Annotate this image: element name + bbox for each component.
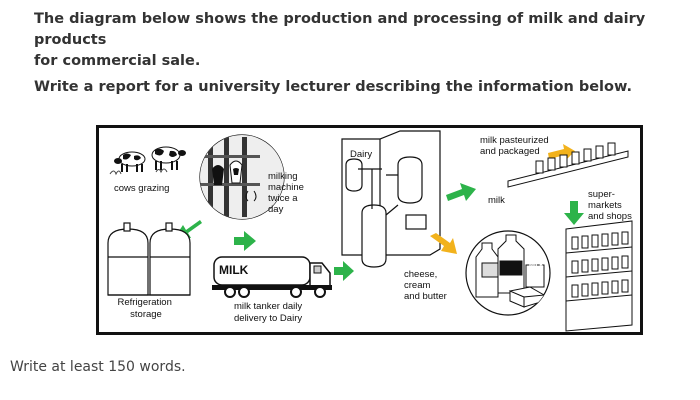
cows-illustration (109, 146, 186, 176)
arrow-to-dairy-products (430, 233, 457, 254)
packaging-conveyor-illustration (507, 142, 629, 188)
supermarkets-label-line-2: markets (588, 200, 622, 211)
refrigeration-label-line-1: Refrigeration (117, 297, 171, 308)
arrow-packaging-line (548, 144, 575, 160)
pasteurized-label-line-2: and packaged (480, 146, 540, 157)
milk-tanker-illustration (212, 256, 332, 298)
svg-text:milk pasteurized and packa: milk pasteurized and packaged (480, 135, 551, 157)
arrow-to-dairy (334, 261, 354, 281)
bottle-milk-text: MILK (529, 263, 544, 269)
refrigeration-label-line-2: storage (130, 309, 162, 320)
supermarkets-label-line-3: and shops (588, 211, 632, 222)
svg-text:Refrigeration storage: Refrigeration storage (117, 297, 174, 320)
arrow-to-packaging (446, 183, 476, 201)
products-label-line-3: and butter (404, 291, 447, 302)
milking-label-line-1: milking (268, 171, 298, 182)
pasteurized-label-line-1: milk pasteurized (480, 135, 549, 146)
dairy-label: Dairy (350, 149, 372, 160)
word-count-instruction: Write at least 150 words. (10, 359, 186, 375)
arrow-to-shops (564, 201, 584, 225)
dairy-process-diagram: cows grazing milking machine twice a day (96, 125, 643, 335)
prompt-line-2: for commercial sale. (34, 53, 201, 69)
tanker-label-line-2: delivery to Dairy (234, 313, 302, 324)
task-instruction: Write a report for a university lecturer… (34, 79, 632, 95)
supermarket-shelves-illustration (565, 220, 633, 332)
products-label-line-1: cheese, (404, 269, 437, 280)
milking-illustration (199, 134, 285, 220)
arrow-to-tanker (234, 231, 256, 251)
milk-label: milk (488, 195, 505, 206)
supermarkets-label-line-1: super- (588, 189, 615, 200)
milking-label-line-4: day (268, 204, 284, 215)
dairy-building-illustration (341, 130, 441, 268)
tanker-milk-text: MILK (219, 263, 249, 277)
svg-text:super- markets and sho: super- markets and shops (588, 189, 632, 222)
prompt-line-1: The diagram below shows the production a… (34, 11, 646, 48)
dairy-products-illustration (465, 230, 551, 316)
question-prompt: The diagram below shows the production a… (34, 9, 674, 72)
milking-label-line-2: machine (268, 182, 304, 193)
refrigeration-tanks-illustration (107, 222, 191, 296)
cows-grazing-label: cows grazing (114, 183, 169, 194)
tanker-label-line-1: milk tanker daily (234, 301, 302, 312)
milking-label-line-3: twice a (268, 193, 298, 204)
svg-text:milk tanker daily delivery: milk tanker daily delivery to Dairy (234, 301, 305, 324)
svg-text:milking machine twice: milking machine twice a day (268, 171, 307, 215)
products-label-line-2: cream (404, 280, 430, 291)
svg-text:cheese, cream and butt: cheese, cream and butter (404, 269, 447, 302)
